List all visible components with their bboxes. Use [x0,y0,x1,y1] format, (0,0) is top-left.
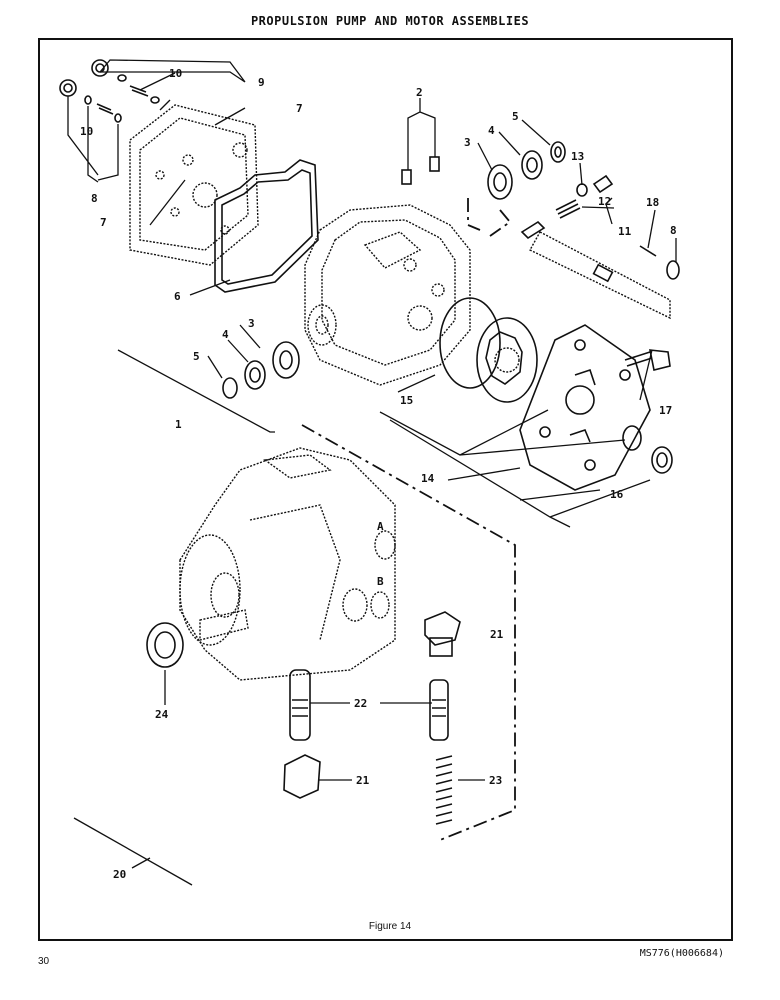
bearing-set-left [222,341,300,399]
callout-12: 12 [598,195,611,208]
svg-text:B: B [377,575,384,588]
bolt-and-seal [622,349,673,474]
control-shaft [520,174,680,320]
callout-8: 8 [670,224,677,237]
gasket [214,159,319,293]
callout-10: 10 [80,125,93,138]
callout-23: 23 [489,774,502,787]
figure-caption: Figure 14 [368,921,412,932]
motor-assembly: A B [179,447,396,681]
charge-pump-cover [519,324,651,491]
page-number: 30 [38,956,50,967]
callout-22: 22 [354,697,367,710]
callout-21: 21 [356,774,370,787]
callout-21: 21 [490,628,504,641]
valve-plate-oring [439,297,538,403]
callout-17: 17 [659,404,672,417]
assembly-boundary-lines [301,198,516,841]
callout-labels: 1 2 3 3 4 4 5 5 6 7 7 8 8 9 10 10 11 12 … [80,67,677,881]
callout-3: 3 [248,317,255,330]
callout-5: 5 [512,110,519,123]
shaft-seal [146,622,184,668]
callout-16: 16 [610,488,624,501]
callout-15: 15 [400,394,413,407]
figure-frame [38,38,733,941]
plugs-orings [59,59,160,123]
page-title: PROPULSION PUMP AND MOTOR ASSEMBLIES [250,14,530,28]
callout-20: 20 [113,868,126,881]
callout-13: 13 [571,150,584,163]
bearing-set-top [487,141,566,200]
callout-9: 9 [258,76,265,89]
callout-5: 5 [193,350,200,363]
end-cover [129,104,259,266]
callout-8: 8 [91,192,98,205]
callout-24: 24 [155,708,169,721]
callout-7: 7 [100,216,107,229]
callout-3: 3 [464,136,471,149]
callout-1: 1 [175,418,182,431]
callout-4: 4 [488,124,495,137]
callout-2: 2 [416,86,423,99]
callout-10: 10 [169,67,182,80]
callout-6: 6 [174,290,181,303]
callout-14: 14 [421,472,435,485]
relief-valves [283,611,461,825]
leader-lines [67,59,677,886]
callout-7: 7 [296,102,303,115]
svg-text:A: A [377,520,384,533]
pump-housing [304,204,471,386]
callout-11: 11 [618,225,632,238]
callout-18: 18 [646,196,659,209]
document-id: MS776(H006684) [639,948,724,959]
callout-4: 4 [222,328,229,341]
